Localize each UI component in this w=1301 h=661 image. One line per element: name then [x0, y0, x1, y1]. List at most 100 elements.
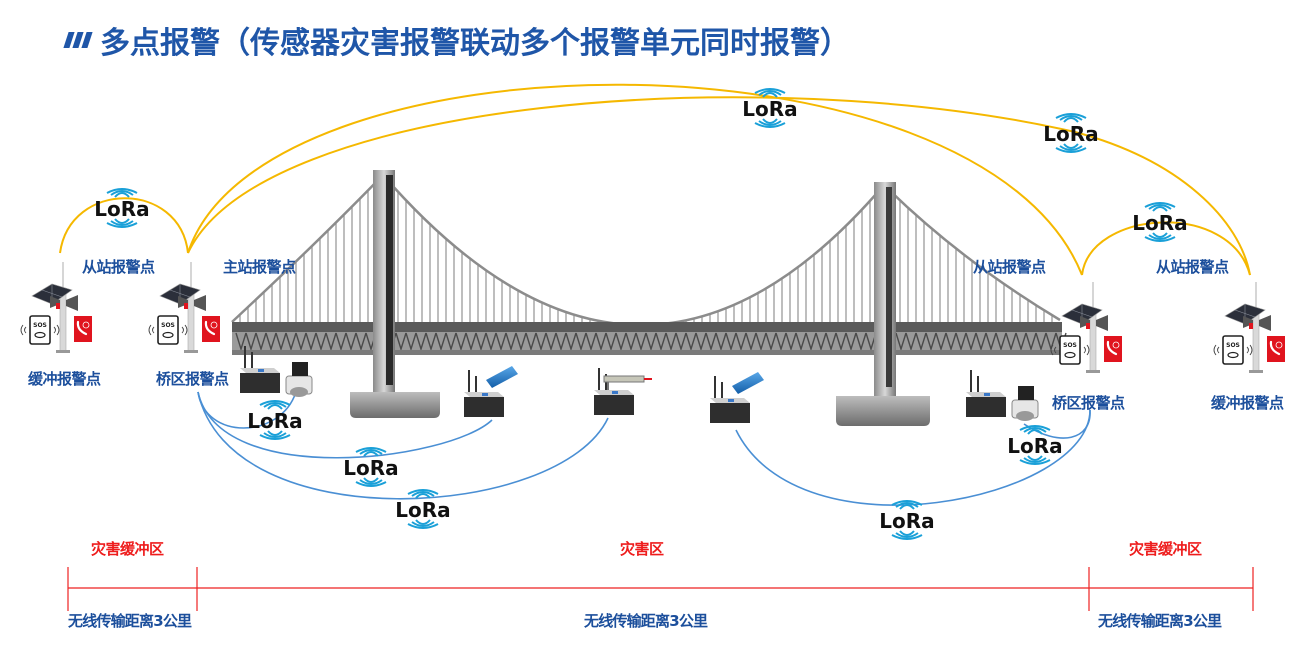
- sensor-lens: [290, 387, 308, 397]
- lora-wave-icon: [1144, 202, 1176, 242]
- link-left-buffer-to-left-master: [59, 197, 189, 254]
- wave-arc-bottom: [895, 532, 919, 538]
- bridge-deck-bottom: [232, 350, 1062, 355]
- suspension-bridge: [231, 170, 1067, 426]
- truss-segment: [595, 332, 607, 352]
- truss-segment: [495, 332, 507, 352]
- truss-segment: [555, 332, 567, 352]
- sos-tablet-icon: [1059, 335, 1081, 365]
- wave-arc-bottom: [899, 530, 915, 536]
- truss-segment: [575, 332, 587, 352]
- wave-arc-bottom: [114, 218, 130, 224]
- wave-arc-bottom: [259, 434, 291, 440]
- lora-badge: LoRa: [1125, 200, 1195, 246]
- truss-segment: [585, 332, 597, 352]
- station-role-right-buffer: 从站报警点: [1156, 258, 1229, 276]
- station-role-left-buffer: 从站报警点: [82, 258, 155, 276]
- truss-segment: [395, 332, 407, 352]
- truss-segment: [985, 332, 997, 352]
- truss-segment: [455, 332, 467, 352]
- lora-badge: LoRa: [388, 487, 458, 533]
- truss-segment: [465, 332, 477, 352]
- phone-handset: [1106, 340, 1118, 356]
- alarm-station-left-bridge: SOS: [148, 262, 220, 353]
- truss-segment: [795, 332, 807, 352]
- gateway-led: [482, 393, 488, 396]
- main-cable-center: [382, 174, 885, 327]
- gateway-box-icon: [464, 397, 504, 417]
- wave-arc-top: [1144, 202, 1176, 208]
- lora-wave-icon: [754, 88, 786, 128]
- truss-segment: [765, 332, 777, 352]
- lora-badge: LoRa: [336, 445, 406, 491]
- lora-label: LoRa: [395, 498, 451, 522]
- truss-segment: [945, 332, 957, 352]
- truss-segment: [505, 332, 517, 352]
- lora-wave-icon: [891, 500, 923, 540]
- alarm-stations: SOS SOS SOS SOS: [20, 262, 1285, 373]
- wave-arc-bottom: [1152, 232, 1168, 238]
- truss-segment: [655, 332, 667, 352]
- 24h-phone-icon: [1104, 336, 1122, 362]
- wave-arc-top: [355, 447, 387, 453]
- truss-segment: [845, 332, 857, 352]
- alarm-station-left-buffer: SOS: [20, 262, 92, 353]
- title-text: 多点报警（传感器灾害报警联动多个报警单元同时报警）: [100, 26, 850, 61]
- bridge-tower-right: [874, 182, 896, 397]
- wave-arc-bottom: [106, 222, 138, 228]
- wave-arc-top: [1148, 204, 1172, 210]
- truss-segment: [695, 332, 707, 352]
- truss-segment: [935, 332, 947, 352]
- lora-label: LoRa: [247, 409, 303, 433]
- bridge-deck-top: [232, 322, 1062, 332]
- wave-arc-top: [895, 502, 919, 508]
- wave-arc-bottom: [1019, 459, 1051, 465]
- truss-segment: [475, 332, 487, 352]
- solar-alarm-pole-icon: [1089, 309, 1097, 373]
- lora-wave-icon: [407, 489, 439, 529]
- wave-arc-top: [762, 92, 778, 98]
- alarm-station-right-buffer: SOS: [1213, 282, 1285, 373]
- solar-alarm-pole-icon: [187, 289, 195, 353]
- truss-segment: [415, 332, 427, 352]
- 24h-badge: [82, 321, 90, 329]
- lora-wave-icon: [355, 447, 387, 487]
- wave-arc-bottom: [359, 479, 383, 485]
- link-master-to-right-buffer-outer: [187, 96, 1251, 276]
- truss-segment: [965, 332, 977, 352]
- lora-label: LoRa: [1132, 211, 1188, 235]
- truss-segment: [535, 332, 547, 352]
- wave-arc-bottom: [355, 481, 387, 487]
- laser-sensor-icon: [603, 375, 645, 383]
- pole-base: [56, 350, 70, 353]
- truss-segment: [345, 332, 357, 352]
- main-cable-right-side: [883, 184, 1061, 322]
- alarm-station-right-bridge: SOS: [1050, 282, 1122, 373]
- lora-label: LoRa: [343, 456, 399, 480]
- pole-base: [1249, 370, 1263, 373]
- wave-arc-top: [359, 449, 383, 455]
- lora-badge: LoRa: [1036, 111, 1106, 157]
- link-right-to-sensor-4: [735, 409, 1091, 506]
- alarm-light-icon: [1249, 323, 1253, 329]
- gateway-box-icon: [710, 403, 750, 423]
- truss-segment: [245, 332, 257, 352]
- wave-arc-bottom: [1027, 455, 1043, 461]
- wave-arc-top: [1059, 115, 1083, 121]
- truss-segment: [265, 332, 277, 352]
- page-title: 多点报警（传感器灾害报警联动多个报警单元同时报警）: [63, 18, 850, 62]
- bridge-hangers: [239, 182, 1053, 326]
- sensor-cap: [292, 362, 308, 376]
- sensor-node-displacement-sensor: [966, 370, 1039, 421]
- truss-segment: [1025, 332, 1037, 352]
- bridge-base-right: [836, 396, 930, 426]
- sos-text: SOS: [33, 322, 47, 329]
- truss-segment: [825, 332, 837, 352]
- truss-segment: [605, 332, 617, 352]
- wave-arc-top: [1152, 206, 1168, 212]
- alarm-light-icon: [56, 303, 60, 309]
- wave-arc-bottom: [267, 430, 283, 436]
- truss-segment: [915, 332, 927, 352]
- gateway-led: [612, 391, 618, 394]
